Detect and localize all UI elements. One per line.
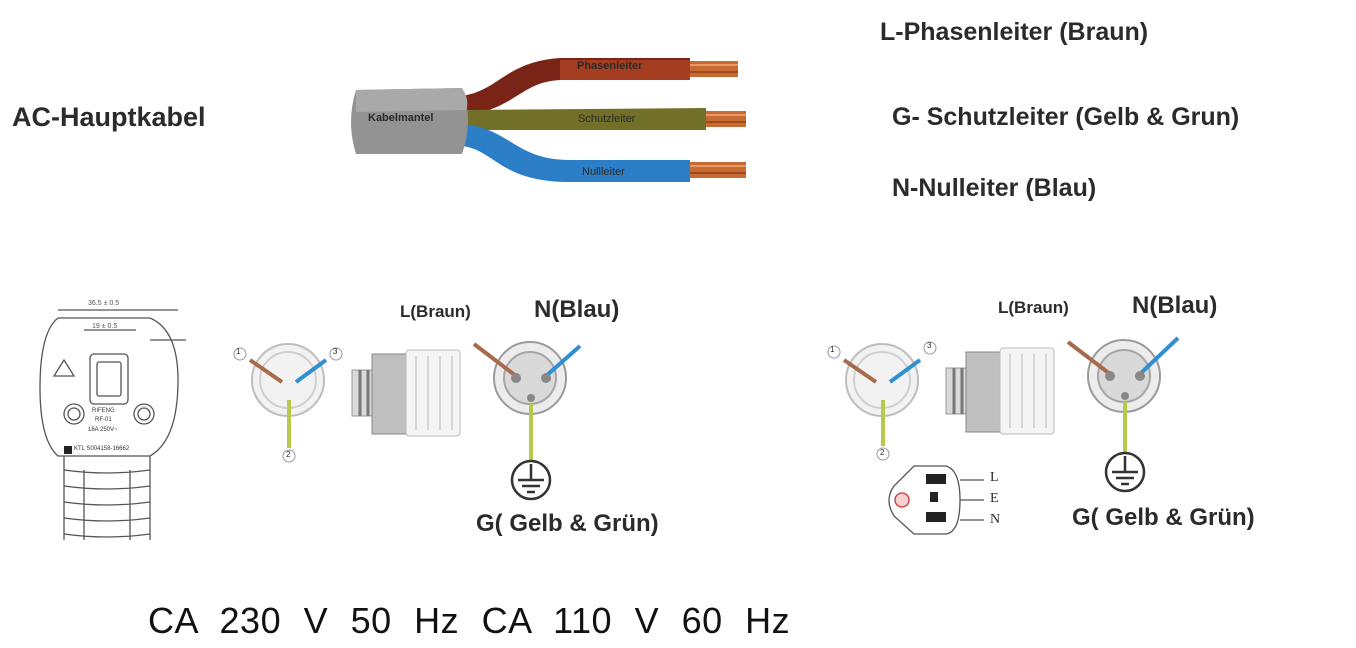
voltage-frequency-footer: CA 230 V 50 Hz CA 110 V 60 Hz [148, 600, 791, 641]
us-plug-label-n: N [990, 512, 1001, 527]
connector-barrel-right [945, 347, 1055, 435]
socket-face-left [233, 343, 343, 463]
right-g-label: G( Gelb & Grün) [1072, 504, 1255, 531]
plug-dim-inner: 19 ± 0.5 [92, 323, 118, 330]
earth-ground-icon [1104, 451, 1146, 493]
us-plug-label-l: L [990, 470, 999, 485]
terminal-face-left [472, 341, 582, 462]
earth-ground-icon [510, 459, 552, 501]
pin-number: 1 [236, 347, 241, 356]
neutral-wire [462, 124, 690, 182]
earth-wire [462, 108, 706, 130]
jacket-label: Kabelmantel [368, 112, 434, 124]
terminal-face-right [1066, 336, 1180, 452]
us-plug-label-e: E [990, 491, 999, 506]
pin-number: 2 [286, 450, 291, 459]
schuko-plug-drawing [39, 309, 186, 540]
pin-number: 3 [333, 347, 338, 356]
legend-phase: L-Phasenleiter (Braun) [880, 18, 1149, 46]
copper-conductors [690, 61, 746, 178]
right-l-label: L(Braun) [998, 298, 1069, 317]
pin-number: 3 [927, 341, 932, 350]
plug-text-model: RF-01 [95, 417, 112, 423]
pin-number: 1 [830, 345, 835, 354]
pin-number: 2 [880, 448, 885, 457]
connector-barrel-left [351, 349, 461, 437]
cable-title: AC-Hauptkabel [12, 102, 206, 132]
us-plug-drawing [888, 465, 984, 535]
legend-earth: G- Schutzleiter (Gelb & Grun) [892, 103, 1240, 131]
left-l-label: L(Braun) [400, 302, 471, 321]
plug-text-brand: RIFENG [92, 408, 115, 414]
wire-label-phase: Phasenleiter [577, 60, 643, 72]
wire-label-earth: Schutzleiter [578, 113, 636, 125]
socket-face-right [827, 341, 937, 461]
right-n-label: N(Blau) [1132, 292, 1218, 319]
plug-text-cert: KTL S004158-16662 [74, 446, 130, 452]
wire-label-neutral: Nullleiter [582, 166, 625, 178]
plug-text-rating: 16A 250V~ [88, 427, 118, 433]
plug-dim-outer: 36.5 ± 0.5 [88, 300, 120, 307]
legend-neutral: N-Nulleiter (Blau) [892, 174, 1097, 202]
left-n-label: N(Blau) [534, 296, 620, 323]
left-g-label: G( Gelb & Grün) [476, 510, 659, 537]
